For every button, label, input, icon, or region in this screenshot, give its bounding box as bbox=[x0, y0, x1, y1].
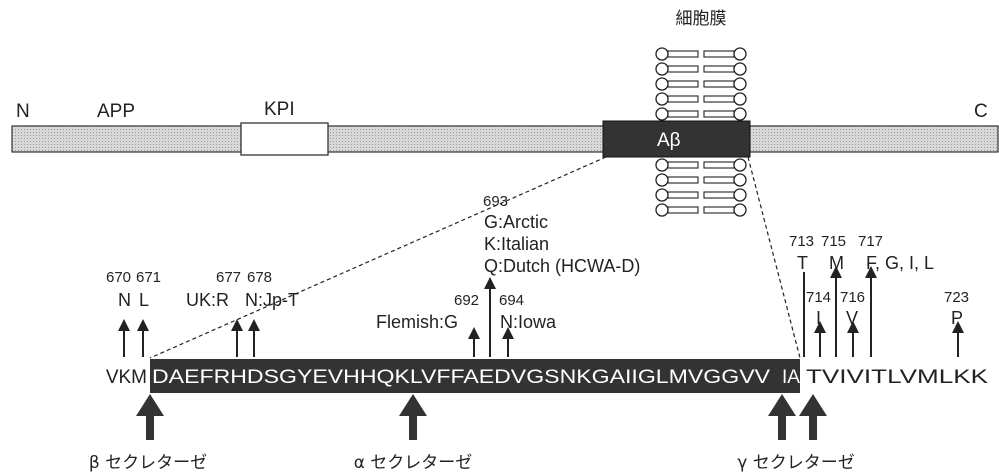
alpha-secretase-arrow bbox=[399, 394, 427, 440]
gamma-secretase-label: γ セクレターゼ bbox=[737, 453, 854, 473]
mutation-678-number: 678 bbox=[247, 269, 272, 286]
mutation-716-number: 716 bbox=[840, 289, 865, 306]
abeta-label: Aβ bbox=[657, 130, 681, 151]
mutation-723-number: 723 bbox=[944, 289, 969, 306]
mutation-714-aa: I bbox=[816, 308, 821, 328]
mutation-678-aa: N:Jp-T bbox=[245, 290, 299, 310]
mutation-694-aa: N:Iowa bbox=[500, 312, 557, 332]
c-terminus-label: C bbox=[974, 101, 988, 122]
mutation-677-aa: UK:R bbox=[186, 290, 229, 310]
gamma42-secretase-arrow bbox=[799, 394, 827, 440]
lipid-lower-2 bbox=[656, 189, 746, 201]
lipid-lower-3 bbox=[656, 204, 746, 216]
alpha-secretase-label: α セクレターゼ bbox=[354, 453, 473, 473]
lipid-upper-2 bbox=[656, 78, 746, 90]
mutation-671-aa: L bbox=[139, 290, 149, 310]
beta-secretase-arrow bbox=[136, 394, 164, 440]
zoom-line-right bbox=[748, 157, 800, 358]
app-label: APP bbox=[97, 101, 135, 122]
mutation-717-aa: F, G, I, L bbox=[866, 253, 934, 273]
mutation-693-arctic: G:Arctic bbox=[484, 212, 548, 232]
mutation-670-aa: N bbox=[118, 290, 131, 310]
kpi-domain bbox=[241, 123, 328, 155]
mutation-715-number: 715 bbox=[821, 233, 846, 250]
lipid-upper-1 bbox=[656, 63, 746, 75]
kpi-label: KPI bbox=[264, 99, 295, 120]
lipid-lower-0 bbox=[656, 159, 746, 171]
mutation-677-number: 677 bbox=[216, 269, 241, 286]
mutation-715-aa: M bbox=[829, 253, 844, 273]
mutation-692-aa: Flemish:G bbox=[376, 312, 458, 332]
lipid-upper-4 bbox=[656, 108, 746, 120]
mutation-723-aa: P bbox=[951, 308, 963, 328]
lipid-upper-3 bbox=[656, 93, 746, 105]
secretase-arrows bbox=[136, 394, 827, 440]
beta-secretase-label: β セクレターゼ bbox=[89, 453, 207, 473]
cell-membrane-label: 細胞膜 bbox=[676, 9, 727, 29]
mutation-713-number: 713 bbox=[789, 233, 814, 250]
mutation-693-dutch: Q:Dutch (HCWA-D) bbox=[484, 256, 640, 276]
sequence-abeta-tail: IA bbox=[782, 367, 800, 388]
mutation-670-number: 670 bbox=[106, 269, 131, 286]
sequence-abeta: DAEFRHDSGYEVHHQKLVFFAEDVGSNKGAIIGLMVGGVV bbox=[152, 367, 770, 388]
lipid-upper-0 bbox=[656, 48, 746, 60]
mutation-671-number: 671 bbox=[136, 269, 161, 286]
mutation-714-number: 714 bbox=[806, 289, 831, 306]
gamma40-secretase-arrow bbox=[768, 394, 796, 440]
mutation-716-aa: V bbox=[846, 308, 858, 328]
mutation-693-italian: K:Italian bbox=[484, 234, 549, 254]
mutation-694-number: 694 bbox=[499, 292, 524, 309]
mutation-713-aa: T bbox=[797, 253, 808, 273]
app-protein-bar bbox=[12, 126, 998, 152]
sequence-right-flank: TVIVITLVMLKK bbox=[806, 367, 988, 388]
n-terminus-label: N bbox=[16, 101, 30, 122]
mutation-693-number: 693 bbox=[483, 193, 508, 210]
sequence-left-flank: VKM bbox=[106, 367, 147, 388]
mutation-717-number: 717 bbox=[858, 233, 883, 250]
lipid-lower-1 bbox=[656, 174, 746, 186]
mutation-692-number: 692 bbox=[454, 292, 479, 309]
